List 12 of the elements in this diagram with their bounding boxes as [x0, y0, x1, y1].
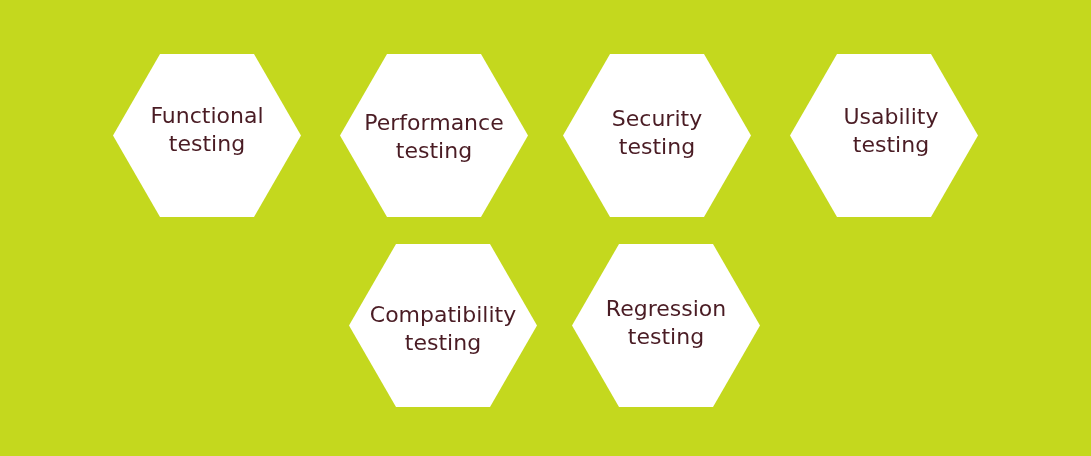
- hexagon: [572, 244, 760, 407]
- node-label: Security testing: [610, 104, 704, 161]
- node-label: Functional testing: [149, 101, 265, 158]
- hexagon: [563, 54, 751, 217]
- node-label: Compatibility testing: [368, 300, 518, 357]
- node-label: Regression testing: [604, 294, 728, 351]
- hexagon: [790, 54, 978, 217]
- hexagon: [113, 54, 301, 217]
- node-label: Usability testing: [842, 102, 940, 159]
- hexagon: [349, 244, 537, 407]
- hexagon: [340, 54, 528, 217]
- node-label: Performance testing: [363, 108, 505, 165]
